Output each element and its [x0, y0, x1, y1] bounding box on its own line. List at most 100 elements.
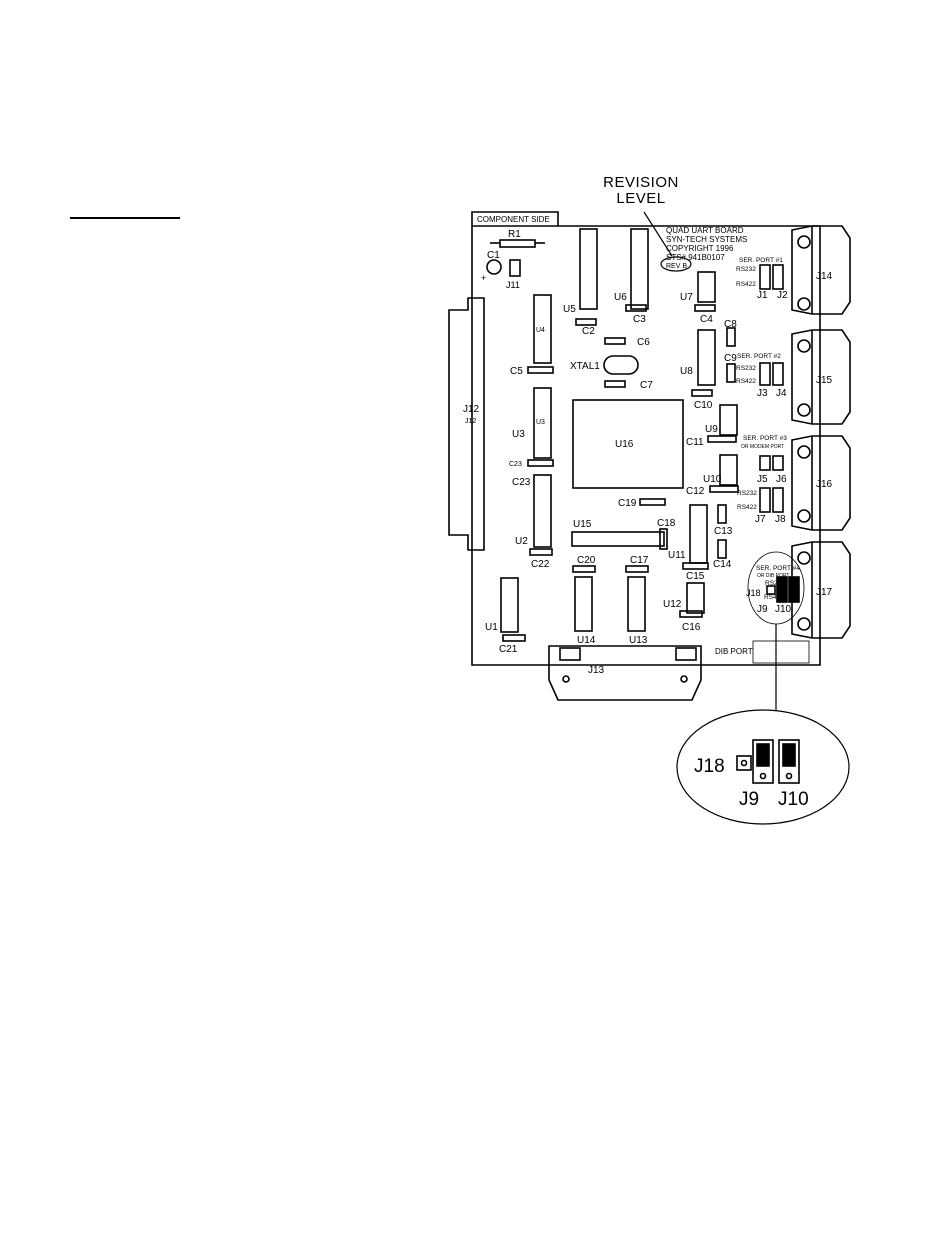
j17-connector	[791, 541, 851, 639]
u6-label: U6	[614, 292, 627, 303]
detail-j10-header	[778, 739, 800, 784]
j3-header	[759, 362, 771, 386]
j16-label: J16	[816, 479, 833, 490]
c11-label: C11	[686, 437, 704, 448]
c18-label: C18	[657, 518, 676, 529]
r1-label: R1	[508, 229, 521, 240]
u2-label: U2	[515, 536, 528, 547]
u8-chip	[697, 329, 716, 386]
c11-capacitor	[707, 435, 737, 443]
rs232-label-port4: RS232	[765, 580, 785, 587]
j14-connector	[791, 225, 851, 315]
j11-jumper	[509, 259, 521, 277]
rs232-label-port3: RS232	[737, 490, 757, 497]
c15-capacitor	[682, 562, 709, 570]
c8-capacitor	[726, 327, 736, 347]
c6-label: C6	[637, 337, 650, 348]
u7-chip	[697, 271, 716, 303]
j2-header	[772, 264, 784, 290]
rs422-label-port2: RS422	[736, 378, 756, 385]
u2-chip	[533, 474, 552, 548]
c2-label: C2	[582, 326, 595, 337]
board-header-line-2: SYN-TECH SYSTEMS	[666, 235, 747, 244]
j8-label: J8	[775, 514, 786, 525]
ser-port-2-label: SER. PORT #2	[737, 353, 781, 360]
c10-label: C10	[694, 400, 713, 411]
c16-label: C16	[682, 622, 701, 633]
ser-port-1-label: SER. PORT #1	[739, 257, 783, 264]
ser-port-4-sub-label: OR DIB PORT	[757, 573, 789, 579]
ser-port-4-label: SER. PORT #4	[756, 565, 800, 572]
dib-port-outline	[752, 640, 810, 664]
c7-label: C7	[640, 380, 653, 391]
j5-label: J5	[757, 474, 768, 485]
j14-label: J14	[816, 271, 833, 282]
c12-capacitor	[709, 485, 739, 493]
j4-header	[772, 362, 784, 386]
rev-label: REV B	[666, 263, 687, 270]
j10-label: J10	[775, 604, 792, 615]
c14-label: C14	[713, 559, 732, 570]
svg-text:+: +	[481, 273, 486, 283]
u5-label: U5	[563, 304, 576, 315]
j10-header	[788, 576, 800, 603]
j12-label: J12	[463, 404, 480, 415]
c14-capacitor	[717, 539, 727, 559]
revision-pointer-line	[643, 211, 673, 257]
j1-label: J1	[757, 290, 768, 301]
j1-header	[759, 264, 771, 290]
c23-label: C23	[512, 477, 531, 488]
c4-label: C4	[700, 314, 713, 325]
c23-small-label: C23	[509, 461, 522, 468]
c18-capacitor	[659, 528, 668, 550]
j11-label: J11	[506, 280, 520, 290]
u11-label: U11	[668, 550, 686, 561]
c2-capacitor	[575, 318, 597, 326]
u6-chip	[630, 228, 649, 310]
j2-label: J2	[777, 290, 788, 301]
c3-label: C3	[633, 314, 646, 325]
revision-level-callout: REVISION LEVEL	[586, 175, 696, 207]
j5-header	[759, 455, 771, 471]
j12-small-label: J12	[465, 418, 476, 425]
u1-chip	[500, 577, 519, 633]
j3-label: J3	[757, 388, 768, 399]
j17-label: J17	[816, 587, 833, 598]
u4-label: U4	[536, 327, 545, 334]
j13-hole-right	[680, 675, 688, 683]
rs422-label-port4: RS422	[764, 594, 784, 601]
c21-label: C21	[499, 644, 518, 655]
c22-label: C22	[531, 559, 550, 570]
rs422-label-port3: RS422	[737, 504, 757, 511]
u15-label: U15	[573, 519, 592, 530]
c19-label: C19	[618, 498, 637, 509]
u3-small-label: U3	[536, 419, 545, 426]
c15-label: C15	[686, 571, 705, 582]
c13-label: C13	[714, 526, 733, 537]
u11-chip	[689, 504, 708, 564]
u8-label: U8	[680, 366, 693, 377]
c20-capacitor	[572, 565, 596, 573]
j15-connector	[791, 329, 851, 425]
u16-chip	[572, 399, 684, 489]
u3-chip	[533, 387, 552, 459]
u12-chip	[686, 582, 705, 614]
c23-capacitor	[527, 459, 554, 467]
j13-latch-right	[675, 647, 697, 661]
revision-callout-line-2: LEVEL	[616, 190, 666, 207]
u16-label: U16	[615, 439, 634, 450]
c5-label: C5	[510, 366, 523, 377]
j9-header	[776, 576, 788, 603]
rs232-label-port1: RS232	[736, 266, 756, 273]
c12-label: C12	[686, 486, 705, 497]
c7-capacitor	[604, 380, 626, 388]
u5-chip	[579, 228, 598, 310]
c17-capacitor	[625, 565, 649, 573]
j4-label: J4	[776, 388, 787, 399]
j6-header	[772, 455, 784, 471]
rs232-label-port2: RS232	[736, 365, 756, 372]
j7-header	[759, 487, 771, 513]
u13-label: U13	[629, 635, 648, 646]
ser-port-3-label: SER. PORT #3	[743, 435, 787, 442]
